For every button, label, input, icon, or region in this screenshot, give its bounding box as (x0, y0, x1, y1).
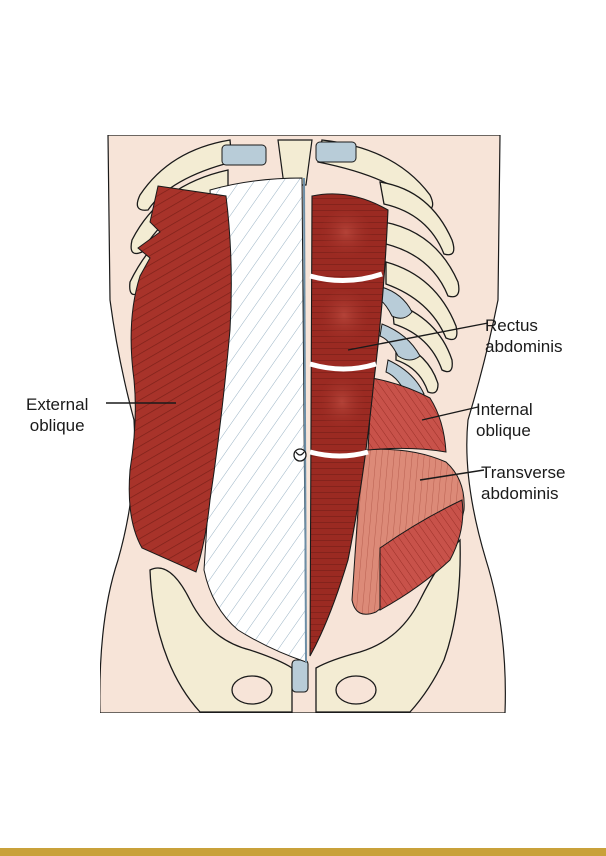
rectus-abdominis-muscle (309, 193, 389, 657)
leader-lines (106, 322, 489, 481)
leader-transverse-abdominis (419, 469, 485, 481)
label-internal-oblique: Internal oblique (476, 399, 533, 441)
leader-internal-oblique (421, 406, 479, 421)
pubic-symphysis (291, 659, 309, 693)
label-rectus-abdominis: Rectus abdominis (485, 315, 563, 357)
label-external-oblique-line2: oblique (29, 416, 85, 435)
leader-rectus-abdominis (347, 322, 489, 351)
internal-oblique-muscle (367, 377, 447, 453)
label-internal-oblique-line2: oblique (476, 421, 531, 440)
label-internal-oblique-line1: Internal (476, 400, 533, 419)
external-oblique-muscle (128, 185, 232, 573)
label-external-oblique-line1: External (26, 395, 89, 414)
sternum-tip (277, 139, 313, 186)
linea-alba (303, 177, 307, 663)
label-transverse-abdominis-line2: abdominis (481, 484, 559, 503)
pelvis (149, 538, 461, 713)
label-transverse-abdominis: Transverse abdominis (481, 462, 565, 504)
label-rectus-abdominis-line2: abdominis (485, 337, 563, 356)
label-external-oblique: External oblique (26, 394, 88, 436)
umbilicus (293, 448, 307, 462)
internal-oblique-lower (379, 499, 464, 611)
footer-accent-bar (0, 848, 606, 856)
label-rectus-abdominis-line1: Rectus (485, 316, 538, 335)
label-transverse-abdominis-line1: Transverse (481, 463, 566, 482)
